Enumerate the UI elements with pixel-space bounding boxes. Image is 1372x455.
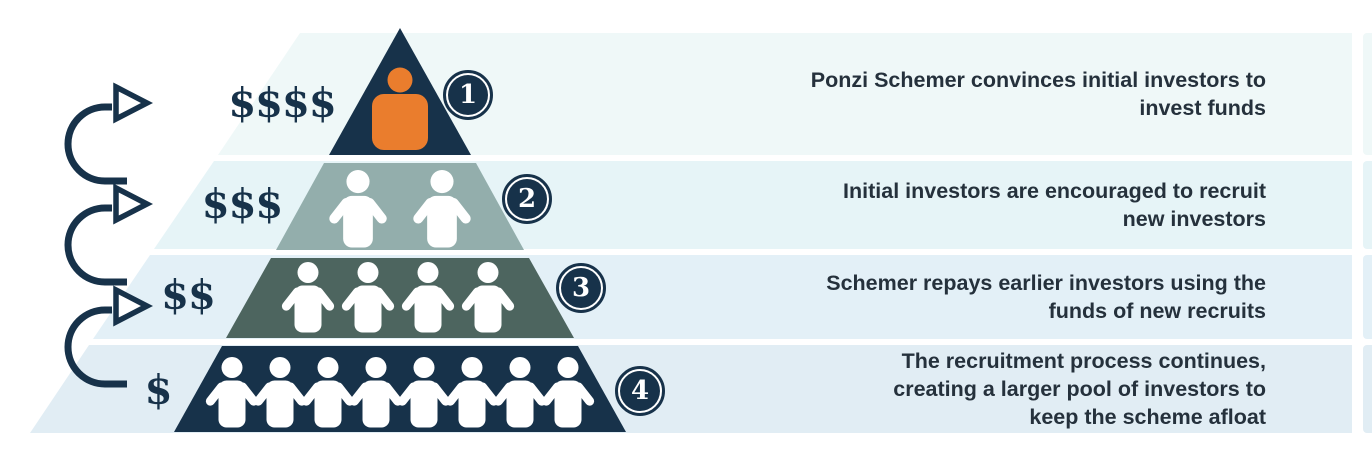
step-1-number: 1 — [448, 75, 488, 115]
step-2-badge: 2 — [502, 174, 552, 224]
step-2-description: Initial investors are encouraged to recr… — [646, 161, 1266, 249]
step-3-badge: 3 — [556, 263, 606, 313]
step-4-description-line: The recruitment process continues, — [901, 349, 1266, 373]
row-band-4-edge-sliver — [1363, 345, 1372, 433]
step-3-description-line: Schemer repays earlier investors using t… — [826, 271, 1266, 295]
step-4-badge: 4 — [615, 366, 665, 416]
tier-3-dollar-label: $$ — [161, 271, 216, 319]
step-2-number: 2 — [507, 179, 547, 219]
step-1-description-line: Ponzi Schemer convinces initial investor… — [810, 68, 1266, 92]
step-4-description-line: creating a larger pool of investors to — [893, 377, 1266, 401]
step-2-description-line: new investors — [1122, 207, 1266, 231]
step-1-badge: 1 — [443, 70, 493, 120]
step-3-description-line: funds of new recruits — [1048, 299, 1266, 323]
cycle-arrow-3 — [68, 290, 147, 384]
tier-3-shape — [226, 258, 574, 338]
cycle-arrow-2 — [68, 188, 147, 282]
cycle-arrow-1 — [68, 87, 147, 181]
step-1-description: Ponzi Schemer convinces initial investor… — [646, 33, 1266, 155]
step-4-description: The recruitment process continues, creat… — [646, 345, 1266, 433]
tier-4-dollar-label: $ — [144, 366, 173, 414]
step-1-description-line: invest funds — [1139, 96, 1266, 120]
row-band-3-edge-sliver — [1363, 255, 1372, 339]
step-2-description-line: Initial investors are encouraged to recr… — [843, 179, 1266, 203]
tier-1-dollar-label: $$$$ — [228, 79, 336, 127]
tier-2-dollar-label: $$$ — [201, 180, 283, 228]
step-3-description: Schemer repays earlier investors using t… — [646, 255, 1266, 339]
row-band-1-edge-sliver — [1363, 33, 1372, 155]
step-4-number: 4 — [620, 371, 660, 411]
row-band-2-edge-sliver — [1363, 161, 1372, 249]
step-3-number: 3 — [561, 268, 601, 308]
step-4-description-line: keep the scheme afloat — [1029, 405, 1266, 429]
tier-2-shape — [276, 163, 524, 250]
